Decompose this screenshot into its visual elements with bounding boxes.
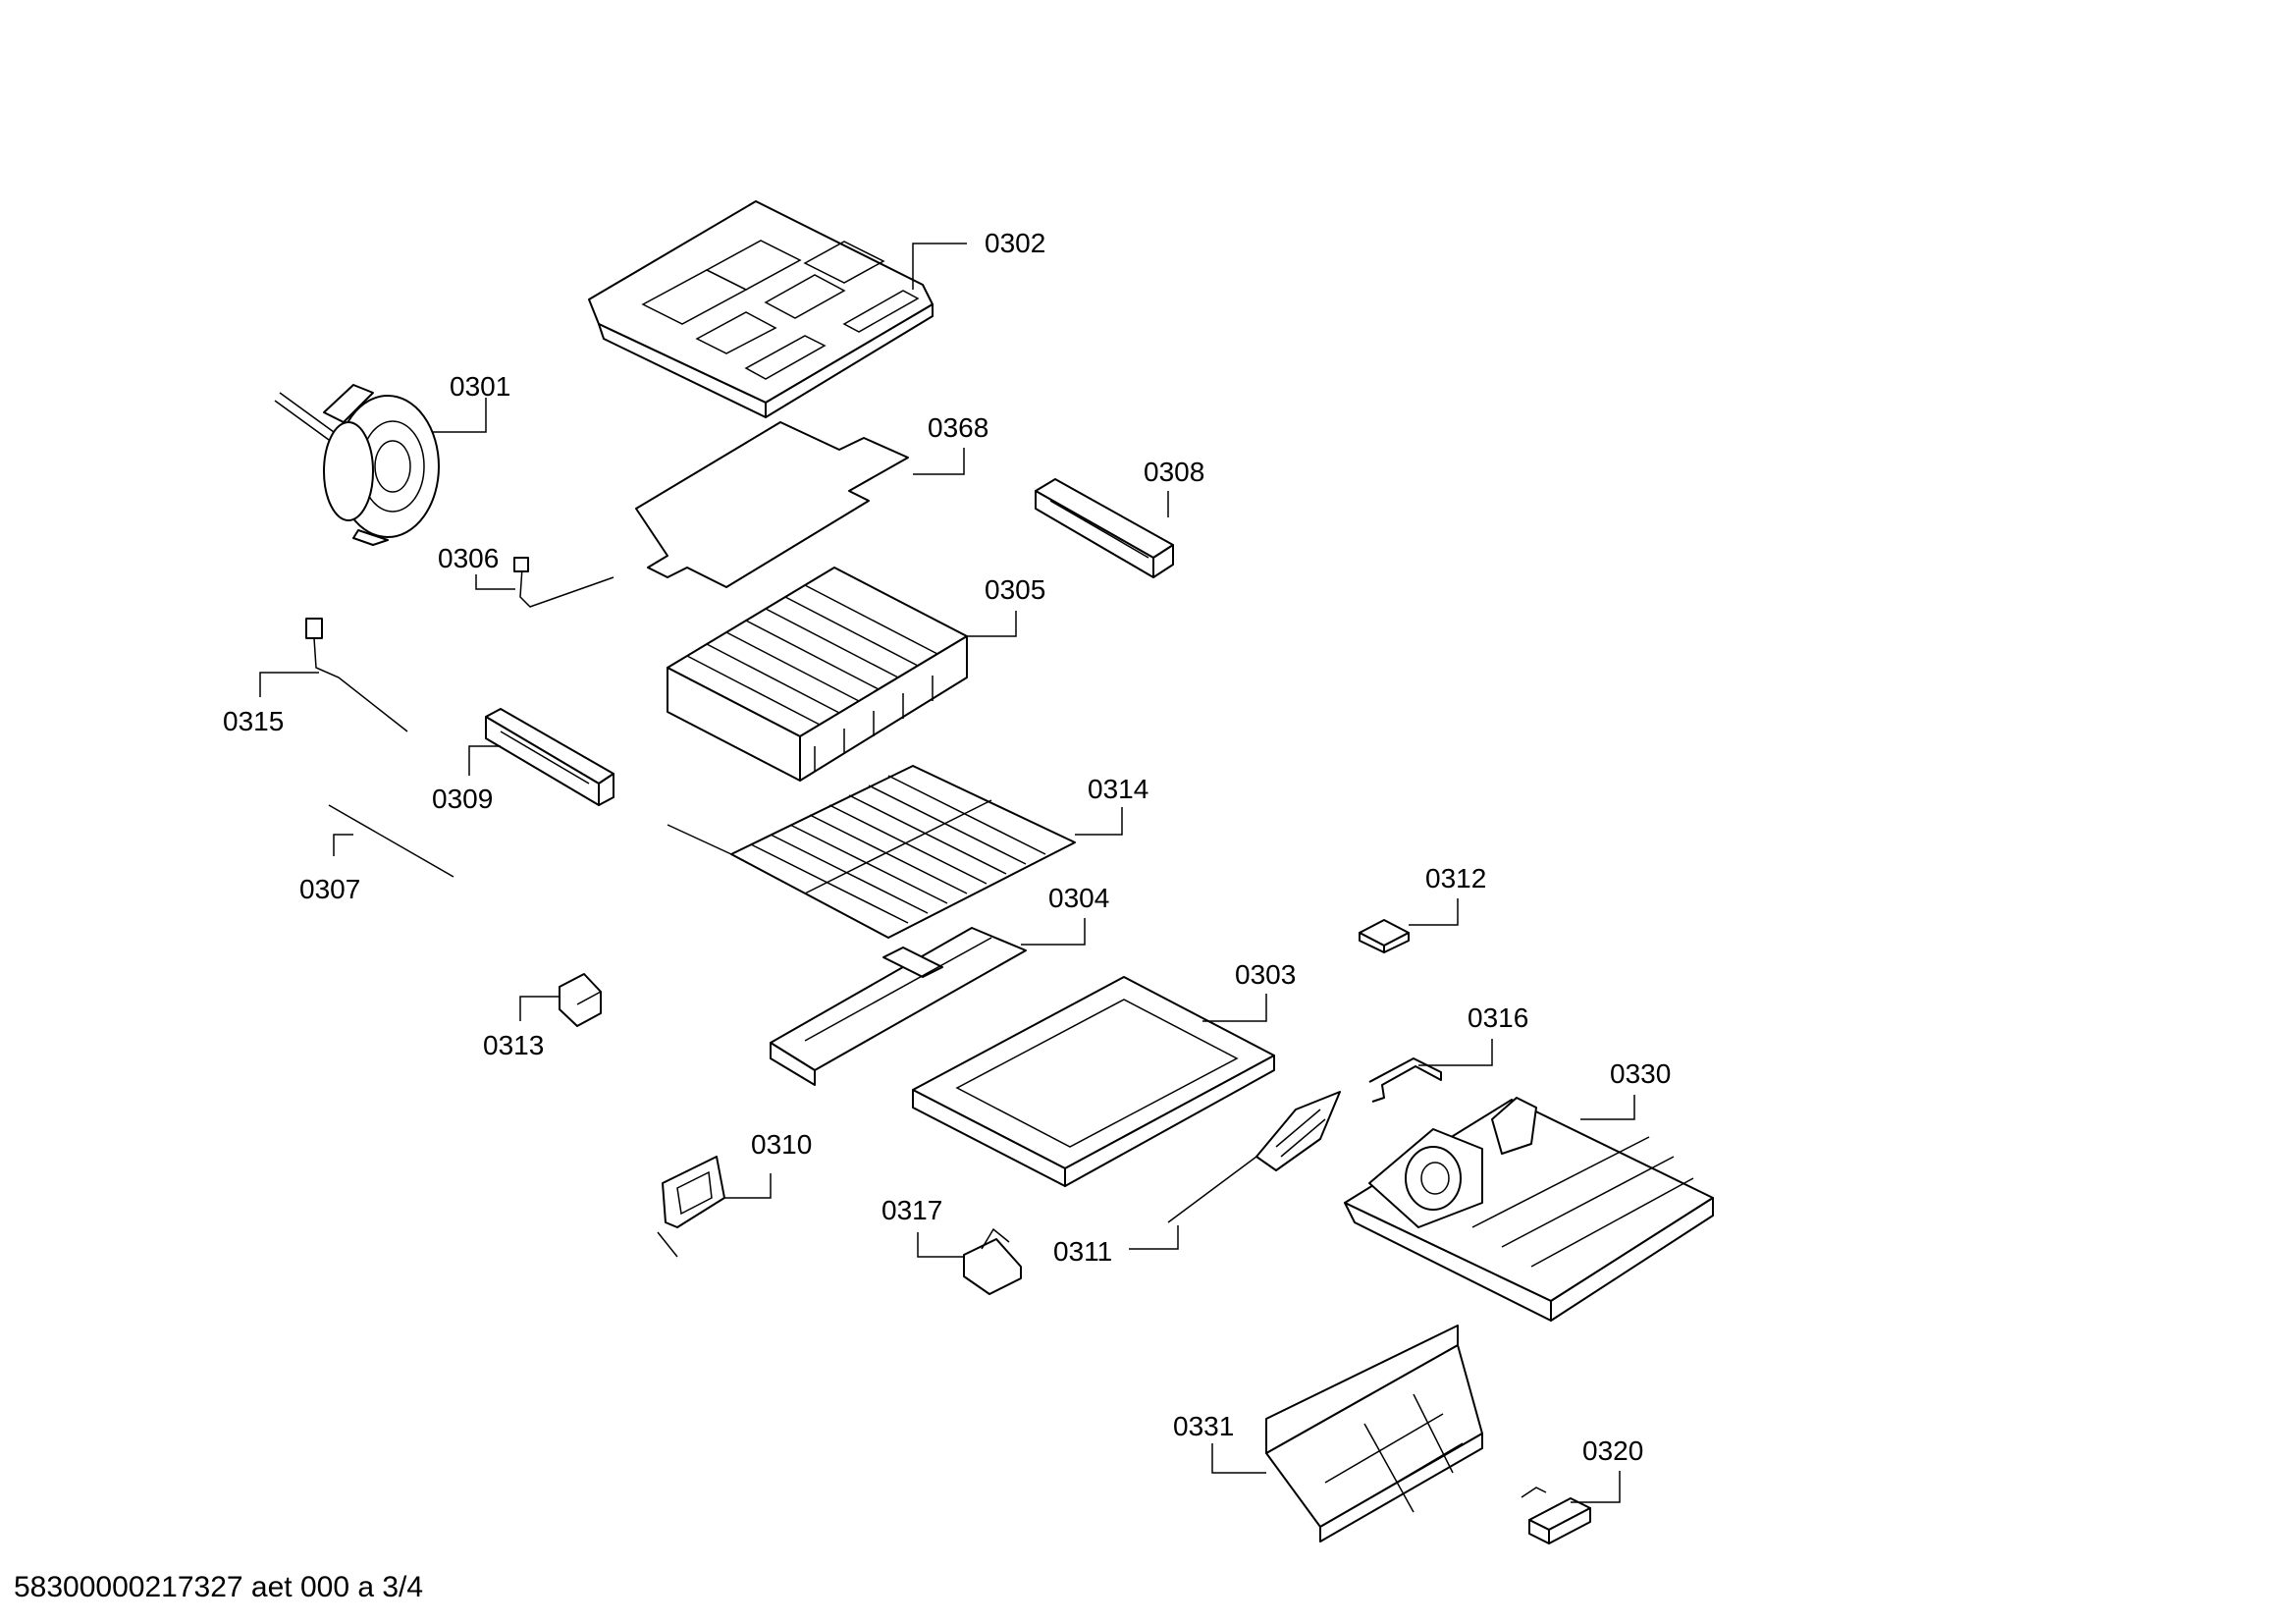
leader-0320 bbox=[1571, 1471, 1621, 1503]
part-0312-block[interactable] bbox=[1359, 919, 1410, 953]
label-0304: 0304 bbox=[1048, 883, 1109, 913]
leader-0307 bbox=[333, 834, 353, 856]
part-0309-bracket[interactable] bbox=[485, 708, 614, 806]
part-0305-evaporator[interactable] bbox=[667, 567, 968, 782]
leader-0315 bbox=[259, 672, 319, 697]
part-0330-housing[interactable] bbox=[1344, 1097, 1714, 1322]
leader-0368 bbox=[913, 448, 965, 475]
label-0306: 0306 bbox=[438, 543, 499, 573]
leader-0303 bbox=[1202, 994, 1267, 1022]
label-0317: 0317 bbox=[881, 1195, 942, 1225]
part-0316-clip[interactable] bbox=[1368, 1057, 1442, 1103]
leader-0305 bbox=[967, 611, 1017, 637]
leader-0313 bbox=[519, 996, 560, 1021]
label-0302: 0302 bbox=[985, 228, 1045, 258]
label-0320: 0320 bbox=[1582, 1435, 1643, 1466]
leader-0306 bbox=[475, 574, 515, 590]
part-0315-probe[interactable] bbox=[305, 618, 408, 732]
label-0331: 0331 bbox=[1173, 1411, 1234, 1441]
leader-0311 bbox=[1129, 1225, 1179, 1250]
part-0304-duct[interactable] bbox=[770, 927, 1027, 1086]
label-0305: 0305 bbox=[985, 574, 1045, 605]
part-0302-cover[interactable] bbox=[588, 200, 934, 418]
label-0308: 0308 bbox=[1144, 457, 1204, 487]
part-0320-connector[interactable] bbox=[1521, 1487, 1591, 1544]
label-0368: 0368 bbox=[928, 412, 988, 443]
label-0311: 0311 bbox=[1053, 1236, 1112, 1267]
label-0316: 0316 bbox=[1468, 1002, 1528, 1033]
label-0313: 0313 bbox=[483, 1030, 544, 1060]
leader-0316 bbox=[1418, 1039, 1493, 1066]
part-0310-frame[interactable] bbox=[657, 1156, 725, 1258]
leader-0310 bbox=[724, 1173, 772, 1199]
part-0313-cap[interactable] bbox=[559, 973, 602, 1027]
leader-0317 bbox=[917, 1232, 964, 1258]
part-0301-fan[interactable] bbox=[274, 384, 440, 546]
part-0311-sensor[interactable] bbox=[1167, 1091, 1341, 1223]
leader-0312 bbox=[1409, 898, 1459, 926]
document-footer-id: 58300000217327 aet 000 a 3/4 bbox=[14, 1571, 424, 1603]
label-0301: 0301 bbox=[450, 371, 510, 402]
leader-0304 bbox=[1021, 918, 1086, 946]
leader-0302 bbox=[912, 243, 967, 290]
label-0315: 0315 bbox=[223, 706, 284, 736]
label-0309: 0309 bbox=[432, 784, 493, 814]
part-0307-rod[interactable] bbox=[328, 804, 454, 878]
leader-0301 bbox=[432, 398, 487, 433]
label-0312: 0312 bbox=[1425, 863, 1486, 893]
leader-0309 bbox=[468, 745, 501, 776]
leader-0314 bbox=[1075, 807, 1123, 836]
part-0331-lower-cover[interactable] bbox=[1265, 1325, 1483, 1543]
label-0303: 0303 bbox=[1235, 959, 1296, 990]
part-0314-heater[interactable] bbox=[667, 765, 1076, 939]
label-0307: 0307 bbox=[299, 874, 360, 904]
label-0310: 0310 bbox=[751, 1129, 812, 1160]
part-0308-comb-strip[interactable] bbox=[1035, 478, 1174, 578]
label-0314: 0314 bbox=[1088, 774, 1148, 804]
leader-0330 bbox=[1580, 1095, 1635, 1120]
leader-0331 bbox=[1211, 1443, 1266, 1474]
part-0368-sheet[interactable] bbox=[635, 421, 909, 588]
part-0303-tray[interactable] bbox=[912, 976, 1275, 1187]
part-0317-holder[interactable] bbox=[963, 1227, 1022, 1295]
label-0330: 0330 bbox=[1610, 1058, 1671, 1089]
part-0306-sensor[interactable] bbox=[513, 557, 614, 608]
